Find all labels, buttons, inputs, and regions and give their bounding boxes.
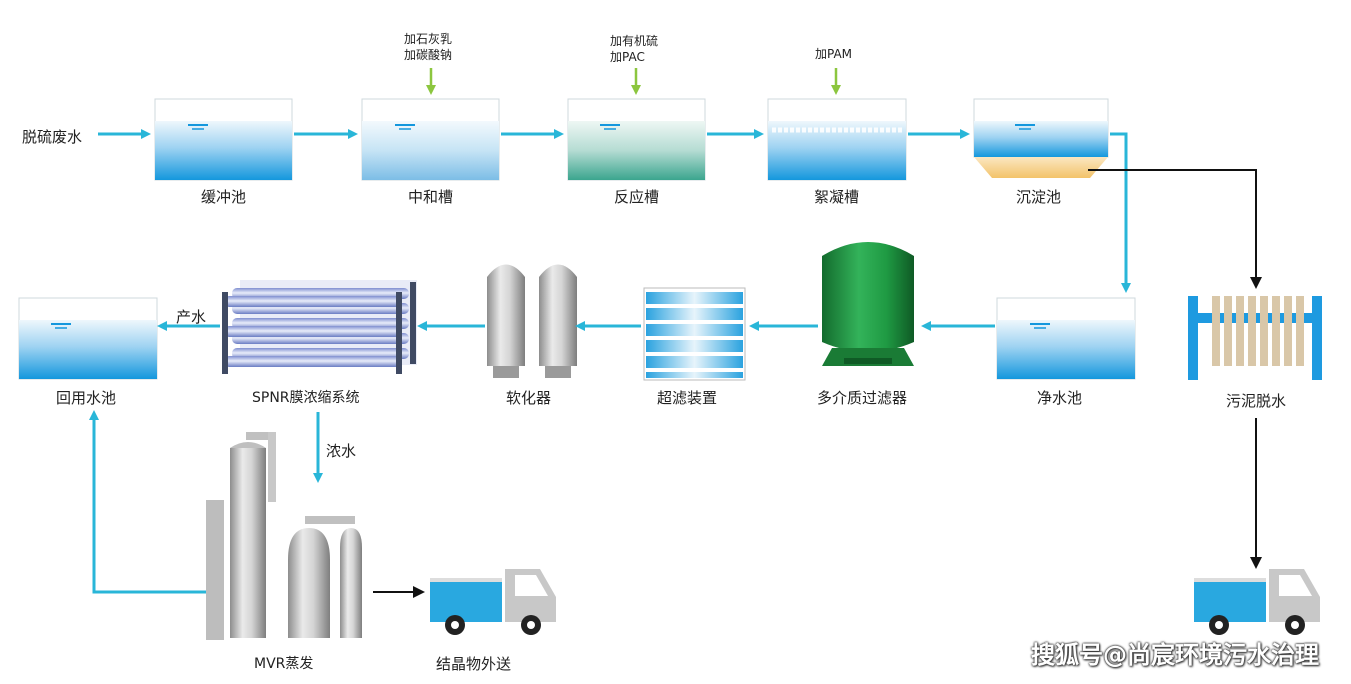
- softener-vessels: [487, 264, 577, 378]
- settle-tank-label: 沉淀池: [1016, 188, 1062, 206]
- crystal-label: 结晶物外送: [436, 655, 512, 673]
- floc-tank: [767, 98, 907, 181]
- uf-label: 超滤装置: [657, 389, 718, 407]
- dosing-lime: 加石灰乳: [404, 32, 453, 46]
- clear-tank-label: 净水池: [1037, 389, 1083, 407]
- spnr-membrane: [222, 280, 417, 374]
- dosing-pac: 加PAC: [610, 50, 645, 64]
- spnr-label: SPNR膜浓缩系统: [252, 390, 360, 406]
- buffer-tank-label: 缓冲池: [201, 188, 247, 206]
- neutral-tank-label: 中和槽: [408, 188, 454, 206]
- middle-flow-arrows: [89, 321, 995, 594]
- reuse-tank-label: 回用水池: [56, 389, 117, 407]
- sludge-flow: [373, 169, 1262, 598]
- floc-tank-label: 絮凝槽: [814, 188, 860, 206]
- dosing-arrows: [426, 68, 841, 95]
- truck-crystal: [430, 569, 556, 635]
- input-label: 脱硫废水: [22, 128, 83, 146]
- dosing-soda: 加碳酸钠: [404, 48, 453, 62]
- reaction-tank: [567, 98, 706, 181]
- neutral-tank: [361, 98, 500, 181]
- reuse-tank: [18, 297, 158, 380]
- settle-tank: [973, 98, 1109, 178]
- sludge-label: 污泥脱水: [1226, 392, 1287, 410]
- clear-water-tank: [996, 297, 1136, 380]
- truck-sludge: [1194, 569, 1320, 635]
- buffer-tank: [154, 98, 293, 181]
- filter-press: [1188, 296, 1322, 380]
- mvr-label: MVR蒸发: [254, 656, 314, 672]
- reaction-tank-label: 反应槽: [614, 188, 660, 206]
- top-flow-arrows: [98, 129, 1131, 293]
- concentrate-flow-label: 浓水: [326, 442, 357, 460]
- softener-label: 软化器: [506, 389, 552, 407]
- multimedia-label: 多介质过滤器: [817, 389, 908, 407]
- watermark: 搜狐号@尚宸环境污水治理: [1031, 641, 1319, 669]
- multimedia-filter: [822, 242, 914, 366]
- dosing-organosulfur: 加有机硫: [610, 34, 659, 48]
- product-flow-label: 产水: [176, 308, 207, 326]
- dosing-pam: 加PAM: [815, 47, 853, 61]
- mvr-evaporator: [206, 432, 362, 640]
- uf-unit: [643, 287, 746, 381]
